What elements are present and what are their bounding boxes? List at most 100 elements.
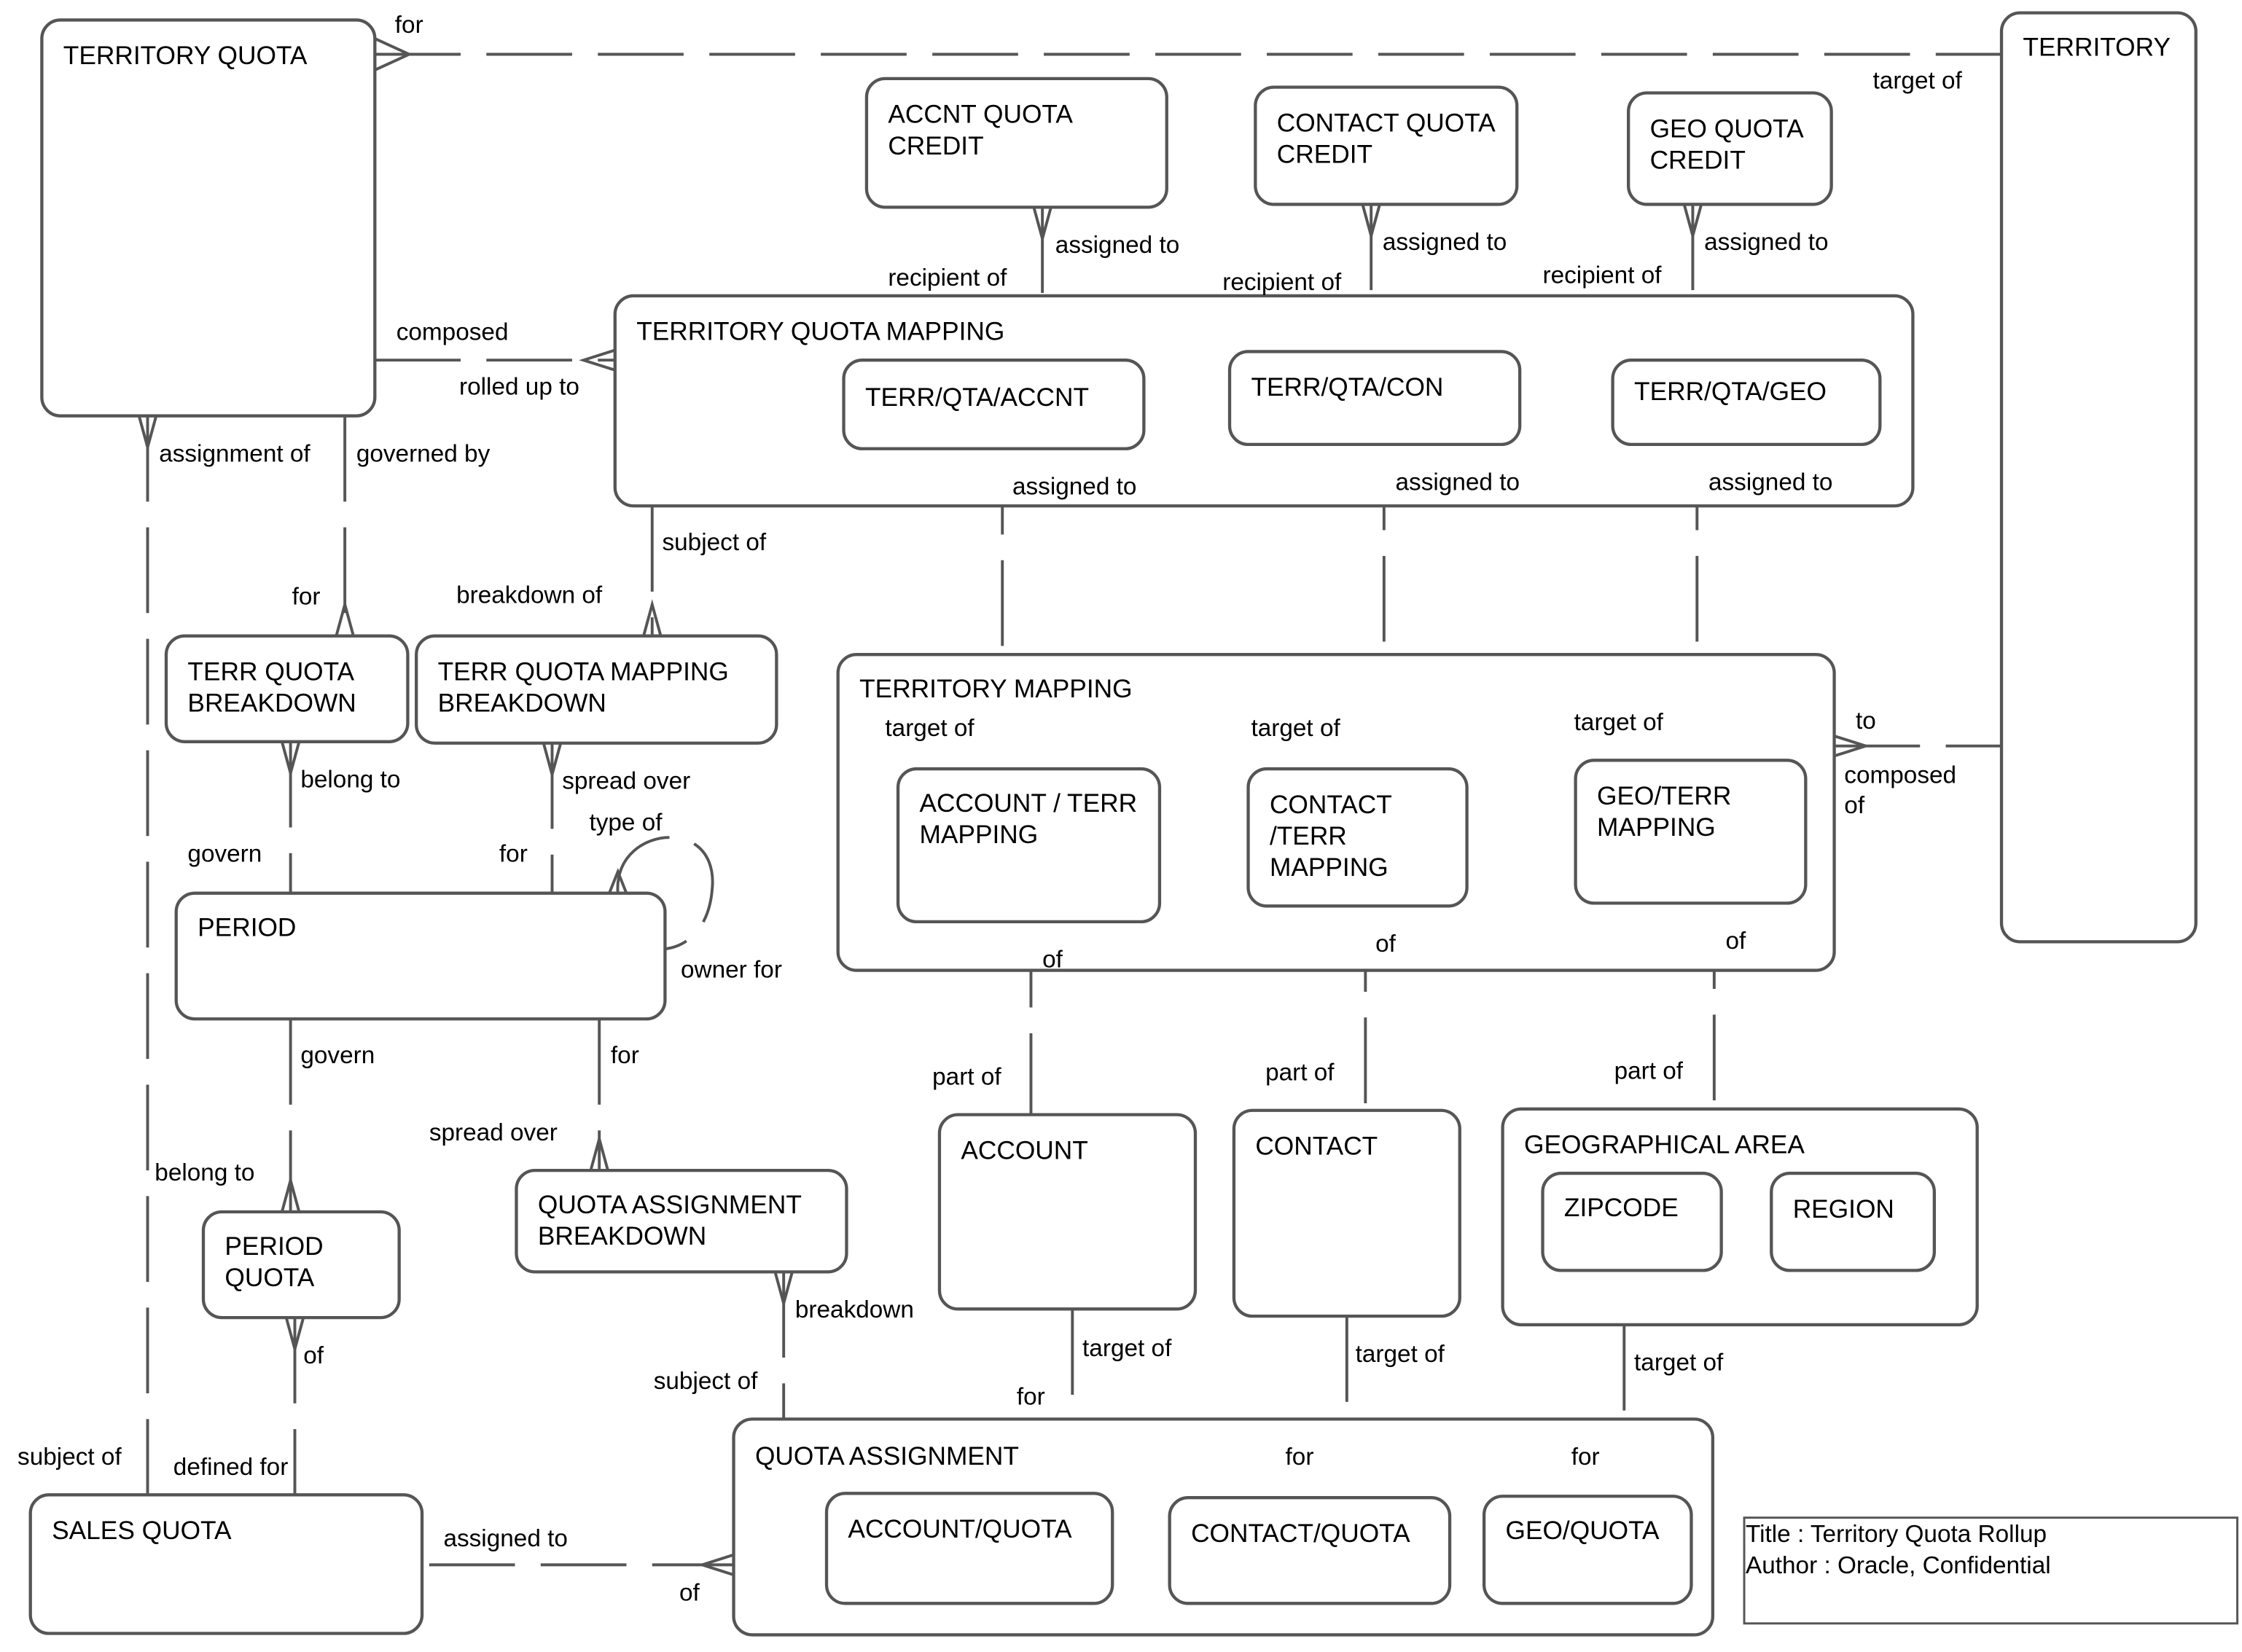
entity-label-line-1: GEO/TERR (1597, 782, 1731, 810)
entity-accnt-quota-credit[interactable]: ACCNT QUOTA CREDIT (864, 77, 1168, 209)
entity-region[interactable]: REGION (1770, 1171, 1937, 1272)
rel-label-ctm-target-of: target of (1251, 715, 1340, 742)
rel-label-tqb-belong-to: belong to (300, 767, 400, 794)
entity-label: TERR/QTA/ACCNT (865, 383, 1089, 412)
rel-label-cqc-recipient-of: recipient of (1222, 269, 1342, 296)
entity-label-line-1: QUOTA ASSIGNMENT (538, 1191, 802, 1219)
entity-geo-terr-mapping[interactable]: GEO/TERR MAPPING (1574, 759, 1808, 905)
entity-label-line-2: CREDIT (1650, 146, 1746, 174)
entity-zipcode[interactable]: ZIPCODE (1541, 1171, 1723, 1272)
rel-label-tq-composed: composed (397, 319, 509, 346)
rel-label-ctm-of: of (1375, 931, 1397, 958)
rel-label-period-for-bottom: for (611, 1042, 639, 1069)
entity-label: REGION (1793, 1195, 1894, 1224)
rel-label-account-for: for (1017, 1384, 1045, 1411)
rel-label-tqa-assigned-to: assigned to (1012, 474, 1136, 501)
crow-tqb-bottom-icon (280, 741, 301, 779)
rel-label-tq-assignment-of: assignment of (159, 440, 310, 467)
entity-label: QUOTA ASSIGNMENT (755, 1442, 1019, 1471)
rel-label-gqc-assigned-to: assigned to (1704, 229, 1828, 256)
crow-qab-top-icon (589, 1133, 609, 1171)
rel-label-tqb-for: for (292, 584, 321, 611)
entity-label: TERRITORY QUOTA MAPPING (636, 318, 1004, 346)
entity-label-line-1: GEO QUOTA (1650, 114, 1805, 143)
crow-qa-left-icon (697, 1553, 735, 1576)
rel-label-geo-target-of: target of (1634, 1350, 1724, 1377)
entity-terr-quota-mapping-breakdown[interactable]: TERR QUOTA MAPPING BREAKDOWN (415, 634, 778, 745)
rel-label-contact-target-of: target of (1356, 1341, 1445, 1368)
crow-tqmb-bottom-icon (542, 743, 563, 780)
entity-label: ZIPCODE (1564, 1194, 1679, 1222)
entity-contact-quota[interactable]: CONTACT/QUOTA (1168, 1496, 1452, 1605)
entity-label-line-2: BREAKDOWN (187, 689, 356, 718)
entity-geo-quota[interactable]: GEO/QUOTA (1482, 1495, 1693, 1605)
entity-sales-quota[interactable]: SALES QUOTA (28, 1493, 424, 1635)
relationship-labels: for target of assigned to recipient of a… (17, 12, 1962, 1606)
entity-label-line-1: PERIOD (224, 1232, 323, 1261)
rel-label-aqc-recipient-of: recipient of (888, 265, 1007, 291)
rel-label-tq-governed-by: governed by (356, 440, 491, 467)
title-block: Title : Territory Quota Rollup Author : … (1743, 1516, 2239, 1625)
rel-label-account-target-of: target of (1082, 1335, 1172, 1362)
entity-terr-qta-accnt[interactable]: TERR/QTA/ACCNT (842, 359, 1146, 450)
rel-label-period-govern-top: govern (187, 841, 262, 868)
rel-label-tqmb-spread-over: spread over (562, 768, 690, 795)
rel-label-geo-part-of: part of (1614, 1058, 1684, 1085)
entity-territory[interactable]: TERRITORY (1999, 11, 2198, 944)
rel-label-qa-of: of (679, 1579, 700, 1606)
entity-account-quota[interactable]: ACCOUNT/QUOTA (824, 1492, 1114, 1605)
entity-geo-quota-credit[interactable]: GEO QUOTA CREDIT (1627, 91, 1833, 206)
entity-label-line-1: CONTACT (1270, 791, 1392, 819)
entity-label-line-1: TERR QUOTA (187, 657, 354, 686)
crow-pq-top-icon (280, 1175, 301, 1213)
crow-qab-bottom-icon (773, 1271, 794, 1309)
entity-territory-quota[interactable]: TERRITORY QUOTA (40, 18, 377, 418)
entity-account-terr-mapping[interactable]: ACCOUNT / TERR MAPPING (896, 767, 1162, 924)
entity-label-line-2: BREAKDOWN (538, 1222, 706, 1250)
rel-label-period-owner-for: owner for (681, 956, 782, 983)
entity-terr-qta-geo[interactable]: TERR/QTA/GEO (1611, 359, 1882, 447)
title-block-title: Title : Territory Quota Rollup (1746, 1521, 2047, 1548)
rel-label-tqm-rolled-up-to: rolled up to (459, 373, 579, 400)
crow-cqc-icon (1361, 203, 1381, 242)
entity-label-line-1: ACCOUNT / TERR (919, 789, 1137, 818)
entity-label-line-2: BREAKDOWN (438, 689, 606, 718)
rel-label-period-type-of: type of (589, 809, 663, 836)
entity-label: TERRITORY MAPPING (859, 675, 1132, 703)
entity-contact[interactable]: CONTACT (1232, 1108, 1461, 1318)
entity-terr-qta-con[interactable]: TERR/QTA/CON (1227, 350, 1522, 447)
crow-tm-right-icon (1833, 735, 1871, 758)
rel-label-pq-of: of (303, 1342, 324, 1369)
entity-label-line-1: TERR QUOTA MAPPING (438, 657, 729, 686)
rel-label-gqc-recipient-of: recipient of (1543, 262, 1663, 289)
rel-label-gtm-target-of: target of (1574, 709, 1664, 736)
entity-label: ACCOUNT/QUOTA (848, 1515, 1072, 1543)
rel-label-tqg-assigned-to: assigned to (1708, 469, 1832, 496)
entity-account[interactable]: ACCOUNT (937, 1113, 1198, 1311)
title-block-author: Author : Oracle, Confidential (1746, 1552, 2051, 1579)
entity-terr-quota-breakdown[interactable]: TERR QUOTA BREAKDOWN (164, 634, 410, 743)
entity-quota-assignment-breakdown[interactable]: QUOTA ASSIGNMENT BREAKDOWN (515, 1168, 848, 1274)
entity-period[interactable]: PERIOD (174, 891, 667, 1021)
rel-label-tqmb-breakdown-of: breakdown of (456, 582, 603, 609)
entity-label-line-3: MAPPING (1270, 853, 1388, 882)
entity-label-line-2: MAPPING (1597, 813, 1716, 842)
entity-period-quota[interactable]: PERIOD QUOTA (201, 1210, 401, 1320)
entity-label: PERIOD (198, 914, 296, 942)
rel-label-sq-defined-for: defined for (173, 1454, 288, 1481)
entity-label: TERRITORY QUOTA (63, 42, 308, 70)
crow-pq-bottom-icon (284, 1317, 305, 1355)
entity-label: GEO/QUOTA (1506, 1516, 1660, 1545)
rel-label-tm-to: to (1856, 708, 1876, 735)
crow-tq-right-icon (374, 37, 413, 71)
entity-label-line-1: ACCNT QUOTA (888, 101, 1073, 129)
entity-contact-quota-credit[interactable]: CONTACT QUOTA CREDIT (1254, 85, 1519, 206)
entity-label-line-2: CREDIT (888, 132, 983, 160)
entity-contact-terr-mapping[interactable]: CONTACT /TERR MAPPING (1246, 767, 1469, 908)
rel-label-contact-for: for (1286, 1444, 1314, 1471)
crow-tqb-top-icon (335, 599, 355, 637)
rel-label-tm-composed: composed (1844, 762, 1956, 789)
crow-tqm-left-icon (579, 348, 616, 372)
crow-gqc-icon (1682, 203, 1703, 242)
